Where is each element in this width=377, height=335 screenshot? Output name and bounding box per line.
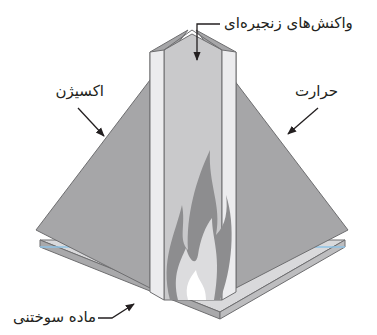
chain-reaction-label: واکنش‌های زنجیره‌ای (224, 14, 353, 32)
fuel-label: ماده سوختنی (13, 308, 96, 326)
flame (167, 150, 232, 300)
oxygen-label: اکسیژن (55, 82, 104, 100)
heat-label: حرارت (295, 82, 338, 100)
slot-edge (150, 50, 164, 300)
leader-arrows (78, 24, 318, 318)
